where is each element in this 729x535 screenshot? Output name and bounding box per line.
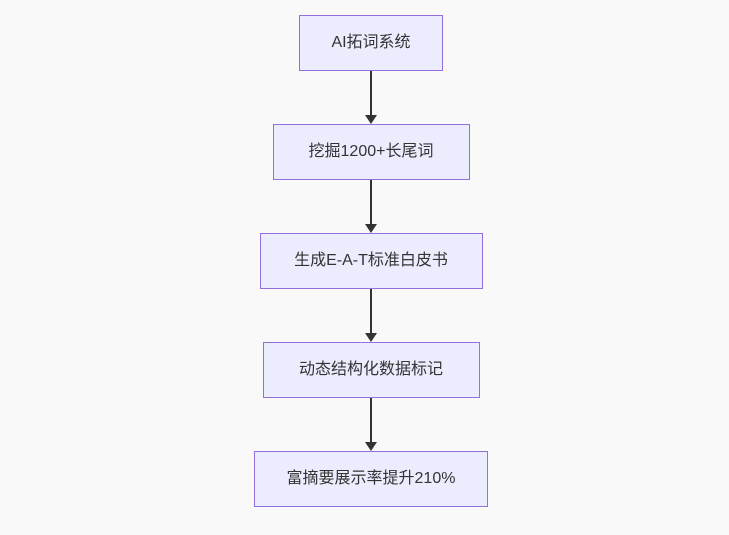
arrow-head-icon bbox=[365, 224, 377, 233]
arrow-line bbox=[370, 289, 372, 333]
flow-node-eat-whitepaper: 生成E-A-T标准白皮书 bbox=[259, 233, 483, 289]
flow-arrow-4 bbox=[365, 398, 377, 451]
arrow-head-icon bbox=[365, 442, 377, 451]
flowchart: AI拓词系统 挖掘1200+长尾词 生成E-A-T标准白皮书 动态结构化数据标记 bbox=[254, 15, 488, 507]
flow-node-structured-data-markup: 动态结构化数据标记 bbox=[262, 342, 480, 398]
node-label: AI拓词系统 bbox=[331, 34, 411, 51]
node-label: 动态结构化数据标记 bbox=[298, 361, 443, 378]
node-label: 富摘要展示率提升210% bbox=[286, 470, 456, 487]
flow-arrow-1 bbox=[365, 71, 377, 124]
arrow-line bbox=[370, 180, 372, 224]
flow-arrow-2 bbox=[365, 180, 377, 233]
flow-node-longtail-keyword-mining: 挖掘1200+长尾词 bbox=[272, 124, 470, 180]
flow-arrow-3 bbox=[365, 289, 377, 342]
arrow-line bbox=[370, 71, 372, 115]
flow-node-ai-word-expansion-system: AI拓词系统 bbox=[299, 15, 443, 71]
flow-node-rich-snippet-rate: 富摘要展示率提升210% bbox=[254, 451, 488, 507]
node-label: 生成E-A-T标准白皮书 bbox=[294, 252, 448, 269]
arrow-head-icon bbox=[365, 333, 377, 342]
arrow-head-icon bbox=[365, 115, 377, 124]
arrow-line bbox=[370, 398, 372, 442]
node-label: 挖掘1200+长尾词 bbox=[308, 143, 434, 160]
